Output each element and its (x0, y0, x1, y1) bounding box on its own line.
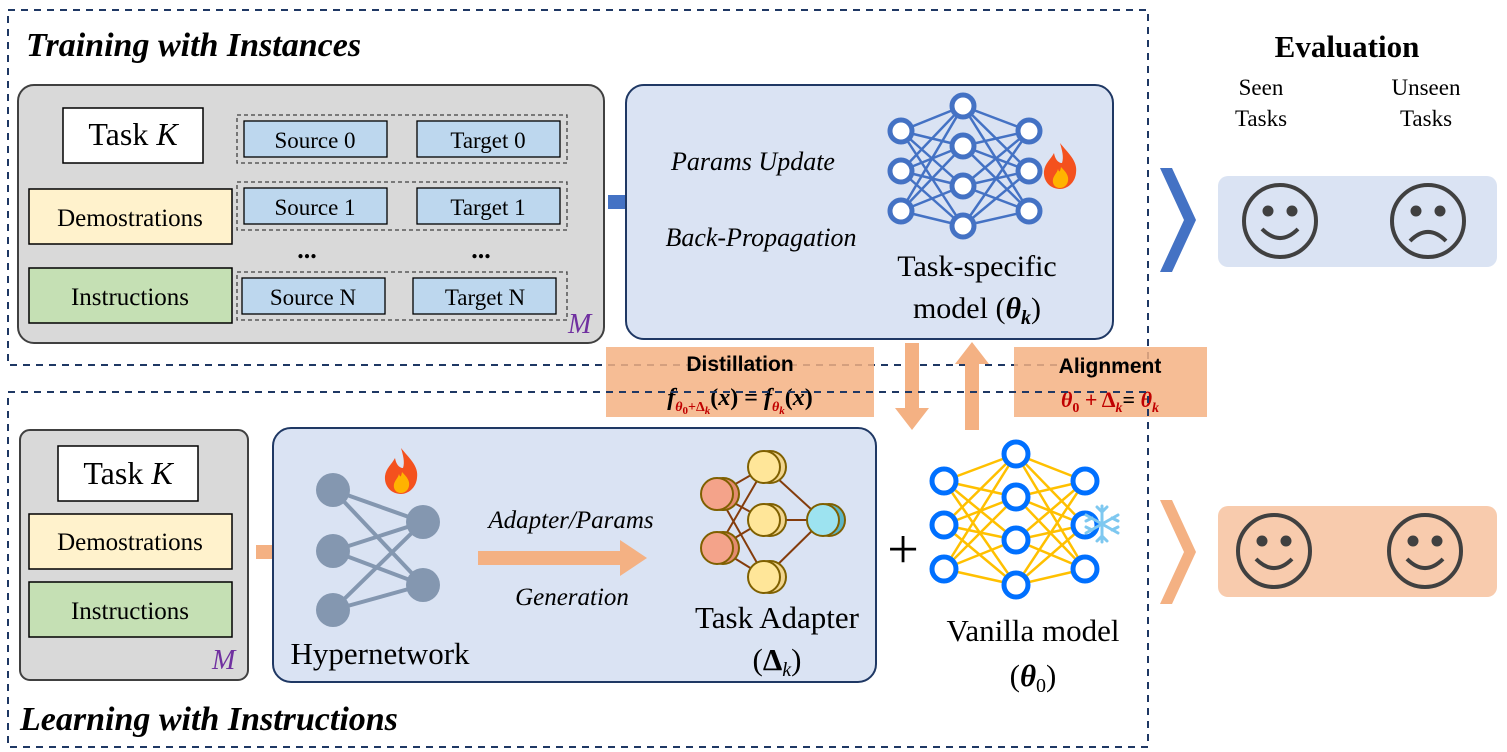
alignment-title: Alignment (1059, 355, 1162, 378)
task-adapter-symbol: (Δk) (753, 642, 802, 681)
vanilla-theta: θ (1020, 658, 1036, 693)
sad-face-icon (1390, 183, 1466, 259)
unseen-tasks-label-2: Tasks (1400, 106, 1452, 131)
target-1-label: Target 1 (450, 195, 525, 220)
bottom-m-label: M (211, 645, 237, 676)
top-eval-chevron (1160, 168, 1196, 272)
ellipsis-target: ... (471, 235, 491, 264)
target-0-cell (416, 120, 561, 158)
seen-tasks-label-2: Tasks (1235, 106, 1287, 131)
source-1-cell (243, 187, 388, 225)
source-1-label: Source 1 (274, 195, 355, 220)
top-m-label: M (567, 309, 593, 340)
smile-face-icon (1236, 513, 1312, 589)
back-propagation-label: Back-Propagation (665, 223, 856, 252)
model-theta: θ (1005, 292, 1021, 325)
smile-face-icon (1242, 183, 1318, 259)
top-task-var: K (155, 116, 179, 152)
target-n-label: Target N (445, 285, 526, 310)
pair-row-1-frame (236, 181, 568, 231)
ellipsis-source: ... (297, 235, 317, 264)
bottom-demonstrations-box (28, 513, 233, 570)
top-demonstrations-label: Demostrations (57, 205, 203, 232)
task-adapter-label: Task Adapter (695, 600, 860, 635)
adapter-delta-sub: k (782, 659, 792, 681)
top-title: Training with Instances (26, 27, 361, 64)
params-update-label: Params Update (670, 147, 835, 176)
adapter-delta: Δ (763, 642, 782, 677)
alignment-formula: θ0 + Δk= θk (1061, 387, 1159, 416)
top-task-box (62, 107, 204, 164)
bottom-eval-result-box (1218, 506, 1497, 597)
bottom-task-var: K (150, 455, 174, 491)
bottom-instructions-box (28, 581, 233, 638)
distillation-title: Distillation (686, 353, 793, 376)
source-0-cell (243, 120, 388, 158)
task-specific-model-label-2: model (θk) (913, 292, 1041, 329)
task-adapter-graph-icon (700, 450, 846, 594)
top-demonstrations-box (28, 188, 233, 245)
bottom-demonstrations-label: Demostrations (57, 529, 203, 556)
generation-arrow (478, 540, 647, 576)
source-n-label: Source N (270, 285, 357, 310)
model-open: model ( (913, 292, 1005, 325)
vanilla-network-icon (929, 439, 1100, 600)
vanilla-model-symbol: (θ0) (1010, 658, 1057, 697)
snowflake-icon (1084, 504, 1120, 544)
model-close: ) (1031, 292, 1041, 325)
bottom-instructions-label: Instructions (71, 598, 189, 625)
bottom-dashed-region (7, 391, 1149, 748)
svg-text:Task K: Task K (83, 455, 174, 491)
alignment-box (1014, 347, 1207, 417)
distillation-box (606, 347, 874, 417)
svg-text:Task K: Task K (88, 116, 179, 152)
smile-face-icon (1387, 513, 1463, 589)
distill-down-arrow (895, 343, 929, 430)
target-n-cell (412, 277, 557, 315)
top-eval-result-box (1218, 176, 1497, 267)
top-task-label: Task (88, 116, 148, 152)
evaluation-title: Evaluation (1275, 29, 1420, 64)
fire-icon (1043, 143, 1077, 189)
model-theta-sub: k (1021, 307, 1031, 329)
task-specific-network-icon (887, 92, 1043, 240)
align-up-arrow (955, 342, 989, 430)
generation-label: Generation (515, 584, 629, 611)
bottom-title: Learning with Instructions (19, 701, 398, 738)
vanilla-model-label: Vanilla model (946, 613, 1119, 648)
unseen-tasks-label-1: Unseen (1392, 75, 1461, 100)
hypernetwork-label: Hypernetwork (290, 636, 470, 671)
bottom-task-box (57, 445, 199, 502)
bottom-task-label: Task (83, 455, 143, 491)
hypernetwork-graph-icon (316, 473, 440, 627)
top-dashed-region (7, 9, 1149, 366)
fire-icon (384, 448, 418, 494)
adapter-params-label: Adapter/Params (486, 507, 653, 534)
target-1-cell (416, 187, 561, 225)
pair-row-0-frame (236, 114, 568, 164)
pair-row-n-frame (236, 271, 568, 321)
vanilla-theta-sub: 0 (1036, 675, 1046, 697)
source-0-label: Source 0 (274, 128, 355, 153)
task-specific-model-label-1: Task-specific (897, 250, 1057, 283)
seen-tasks-label-1: Seen (1239, 75, 1284, 100)
target-0-label: Target 0 (450, 128, 525, 153)
bottom-eval-chevron (1160, 500, 1196, 604)
top-instructions-label: Instructions (71, 284, 189, 311)
plus-sign: + (887, 519, 919, 581)
task-specific-panel (625, 84, 1114, 340)
top-instructions-box (28, 267, 233, 324)
source-n-cell (241, 277, 386, 315)
